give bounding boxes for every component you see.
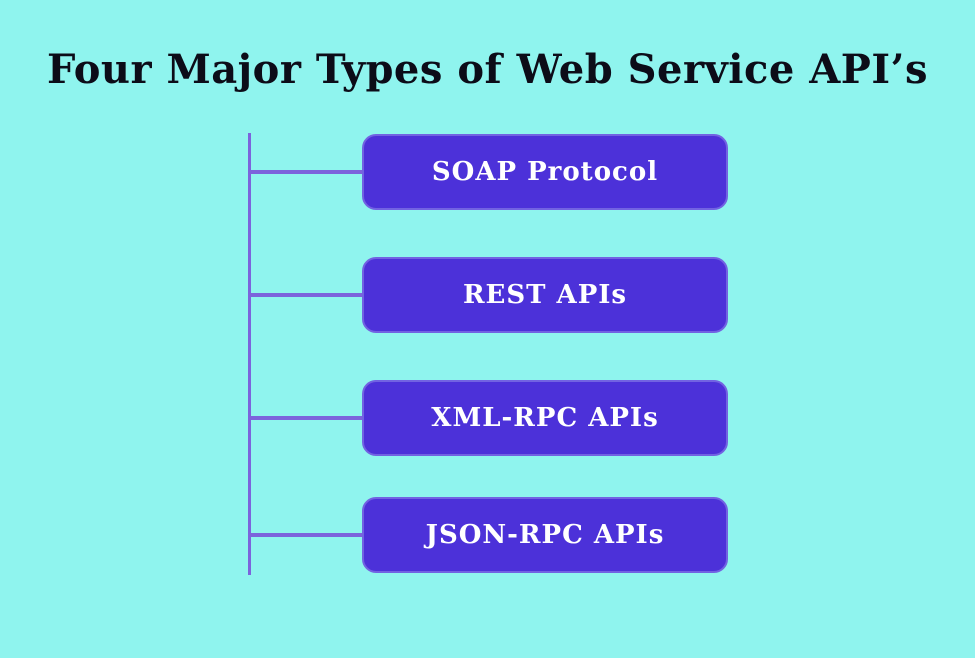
node-json-rpc-apis-label: JSON-RPC APIs: [425, 520, 665, 550]
node-rest-apis: REST APIs: [362, 257, 728, 333]
tree-branch-line-soap: [249, 170, 363, 174]
node-soap-protocol-label: SOAP Protocol: [431, 157, 659, 187]
tree-branch-line-json-rpc: [249, 533, 363, 537]
tree-trunk-line: [248, 133, 251, 575]
node-xml-rpc-apis-label: XML-RPC APIs: [431, 403, 659, 433]
diagram-title: Four Major Types of Web Service API’s: [47, 46, 928, 93]
node-soap-protocol: SOAP Protocol: [362, 134, 728, 210]
node-rest-apis-label: REST APIs: [462, 280, 628, 310]
tree-branch-line-rest: [249, 293, 363, 297]
node-json-rpc-apis: JSON-RPC APIs: [362, 497, 728, 573]
node-xml-rpc-apis: XML-RPC APIs: [362, 380, 728, 456]
tree-branch-line-xml-rpc: [249, 416, 363, 420]
